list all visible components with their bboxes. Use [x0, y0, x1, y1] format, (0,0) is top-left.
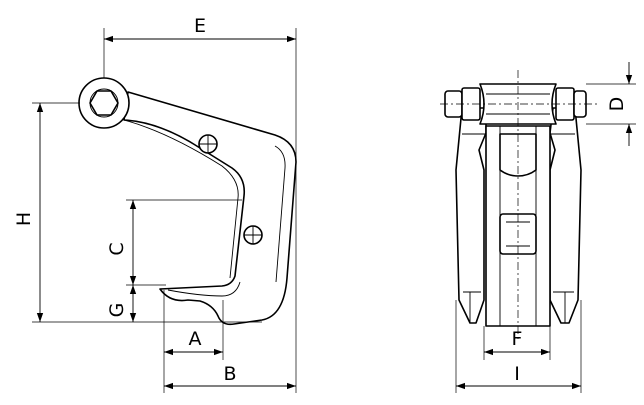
- body-inner-edge: [123, 119, 239, 279]
- jaw-edge: [167, 281, 241, 297]
- dim-label-g: G: [106, 303, 128, 318]
- dim-label-d: D: [606, 97, 628, 112]
- upper-pivot-pin: [198, 134, 218, 154]
- eye-hex-bolt: [89, 90, 119, 116]
- body-rear-edge: [274, 145, 286, 283]
- right-side-plate: [549, 107, 582, 324]
- dim-label-c: C: [106, 242, 128, 255]
- side-view: E H C G A B: [13, 15, 297, 393]
- front-view: D F I: [440, 62, 636, 393]
- dim-label-b: B: [223, 363, 236, 385]
- dim-label-f: F: [512, 328, 523, 350]
- dim-label-a: A: [189, 328, 202, 350]
- dim-label-i: I: [514, 363, 520, 385]
- dim-label-e: E: [194, 15, 206, 37]
- clamp-body-outline: [123, 91, 297, 326]
- dim-label-h: H: [13, 212, 35, 226]
- left-side-plate: [455, 107, 487, 324]
- lower-pivot-pin: [243, 225, 263, 245]
